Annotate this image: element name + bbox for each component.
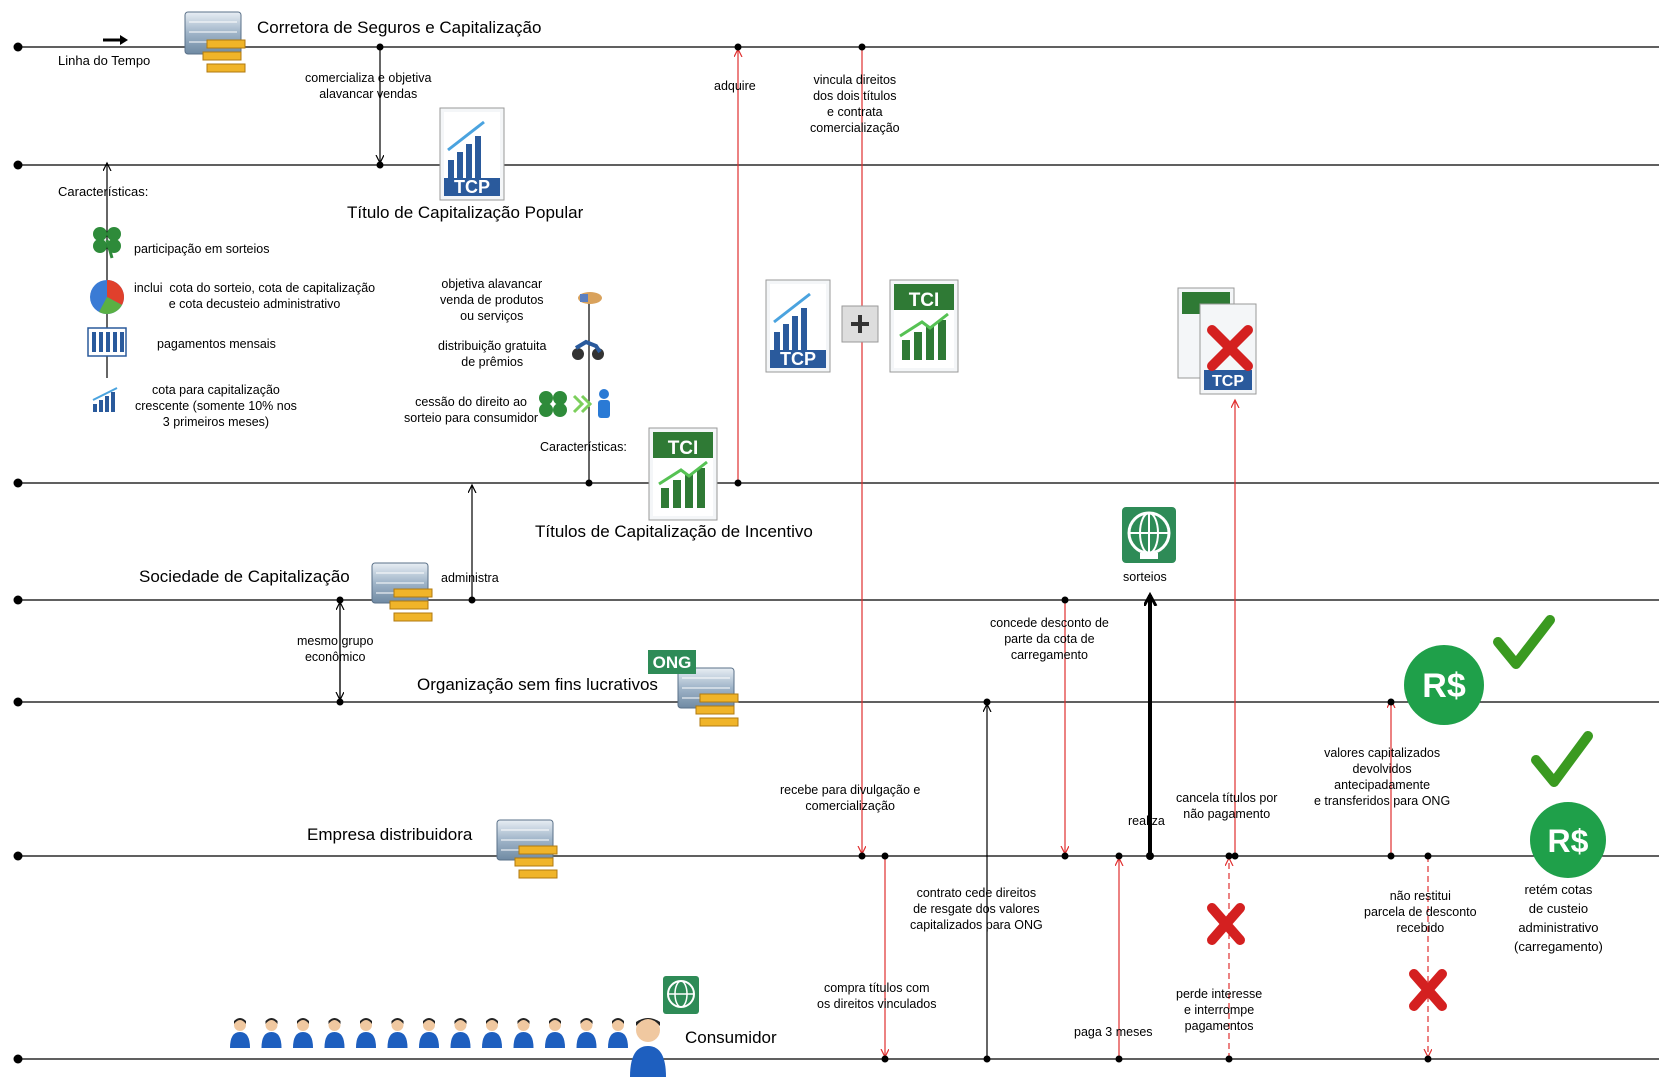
annotation-adquire: adquire: [714, 79, 756, 93]
pie-chart-icon: [90, 280, 124, 314]
clover-transfer-icon: [539, 389, 610, 418]
ong-server-icon: [677, 667, 739, 727]
annotation-vincula: vincula direitos dos dois títulos e cont…: [810, 73, 900, 135]
consumer-person-icon: [576, 1018, 597, 1048]
lane-label-consumidor: Consumidor: [685, 1028, 777, 1047]
annotation-concede: concede desconto de parte da cota de car…: [990, 616, 1109, 662]
x-icon-perde: [1207, 903, 1245, 945]
clover-icon: [93, 227, 121, 259]
annotation-retem: retém cotas de custeio administrativo (c…: [1514, 882, 1603, 954]
consumer-main-icon: [630, 1018, 666, 1077]
tcp-feature-item: cota para capitalização crescente (somen…: [135, 383, 297, 429]
sorteios-globe-icon: [1122, 507, 1176, 563]
tci-feature-item: objetiva alavancar venda de produtos ou …: [440, 277, 544, 323]
tci-combo-icon: [889, 279, 959, 373]
tcp-feature-item: pagamentos mensais: [157, 337, 276, 351]
tci-title-badge: TCI: [668, 438, 699, 459]
tcp-title-icon: [439, 107, 505, 201]
cancelled-titles-icon: [1177, 287, 1257, 395]
timeline-legend-label: Linha do Tempo: [58, 53, 151, 68]
consumer-person-icon: [230, 1018, 250, 1048]
annotation-nao-restitui: não restitui parcela de desconto recebid…: [1364, 889, 1477, 935]
lane-label-tci: Títulos de Capitalização de Incentivo: [535, 522, 813, 541]
tcp-combo-badge: TCP: [780, 349, 816, 369]
payments-calendar-icon: [87, 327, 127, 357]
consumer-person-icon: [608, 1018, 628, 1048]
growth-bars-icon: [92, 387, 118, 412]
lane-label-sociedade: Sociedade de Capitalização: [139, 567, 350, 586]
tcp-feature-item: participação em sorteios: [134, 242, 270, 256]
consumer-person-icon: [293, 1018, 313, 1048]
rs-coin-label-empresa: R$: [1548, 823, 1589, 859]
ong-badge-label: ONG: [653, 653, 692, 672]
motorcycle-icon: [572, 339, 604, 360]
tcp-features-title: Características:: [58, 184, 149, 199]
consumer-person-icon: [513, 1018, 534, 1048]
tci-features-title: Características:: [540, 440, 627, 454]
annotation-administra: administra: [441, 571, 499, 585]
lane-label-tcp: Título de Capitalização Popular: [347, 203, 584, 222]
consumer-crowd-icons: [230, 1018, 628, 1048]
consumer-person-icon: [261, 1018, 282, 1048]
x-icon-nao-restitui: [1409, 969, 1447, 1011]
red-connectors: [735, 43, 1432, 1063]
tcp-badge: TCP: [454, 177, 490, 197]
annotation-compra: compra títulos com os direitos vinculado…: [817, 981, 937, 1011]
lane-label-empresa: Empresa distribuidora: [307, 825, 473, 844]
consumer-globe-icon: [663, 976, 699, 1014]
rs-coin-icon-empresa: [1530, 802, 1606, 878]
annotation-sorteios: sorteios: [1123, 570, 1167, 584]
check-icon-ong: [1493, 615, 1555, 669]
annotation-contrato: contrato cede direitos de resgate dos va…: [910, 886, 1043, 932]
annotation-mesmo-grupo: mesmo grupo econômico: [297, 634, 374, 664]
annotation-perde: perde interesse e interrompe pagamentos: [1176, 987, 1263, 1033]
rs-coin-icon-ong: [1404, 645, 1484, 725]
consumer-person-icon: [419, 1018, 439, 1048]
annotation-recebe: recebe para divulgação e comercialização: [780, 783, 921, 813]
lane-lines: [13, 42, 1659, 1064]
timeline-legend-arrow-icon: [103, 35, 128, 45]
plus-icon: [841, 305, 879, 343]
annotation-paga: paga 3 meses: [1074, 1025, 1153, 1039]
lane-label-ong: Organização sem fins lucrativos: [417, 675, 658, 694]
empresa-server-icon: [496, 819, 558, 879]
check-icon-empresa: [1531, 731, 1593, 787]
annotation-comercializa: comercializa e objetiva alavancar vendas: [305, 71, 432, 101]
tci-feature-item: cessão do direito ao sorteio para consum…: [404, 395, 539, 425]
annotation-realiza: realiza: [1128, 814, 1165, 828]
ong-badge: [648, 650, 696, 674]
cancelled-tcp-badge: TCP: [1212, 373, 1244, 390]
annotation-cancela: cancela títulos por não pagamento: [1176, 791, 1278, 821]
sociedade-server-icon: [371, 562, 433, 622]
consumer-person-icon: [545, 1018, 565, 1048]
rs-coin-label-ong: R$: [1422, 667, 1466, 705]
consumer-person-icon: [356, 1018, 376, 1048]
consumer-person-icon: [482, 1018, 502, 1048]
tci-feature-item: distribuição gratuita de prêmios: [438, 339, 547, 369]
annotation-valores: valores capitalizados devolvidos antecip…: [1314, 746, 1451, 808]
consumer-person-icon: [387, 1018, 408, 1048]
consumer-person-icon: [324, 1018, 345, 1048]
consumer-person-icon: [450, 1018, 471, 1048]
tci-combo-badge: TCI: [909, 290, 940, 311]
lane-label-corretora: Corretora de Seguros e Capitalização: [257, 18, 542, 37]
corretora-server-icon: [184, 11, 246, 73]
handshake-icon: [578, 292, 602, 304]
tci-title-icon: [648, 427, 718, 521]
tcp-feature-item: inclui cota do sorteio, cota de capitali…: [134, 281, 376, 311]
tcp-combo-icon: [765, 279, 831, 373]
black-connectors: [107, 43, 1154, 1063]
